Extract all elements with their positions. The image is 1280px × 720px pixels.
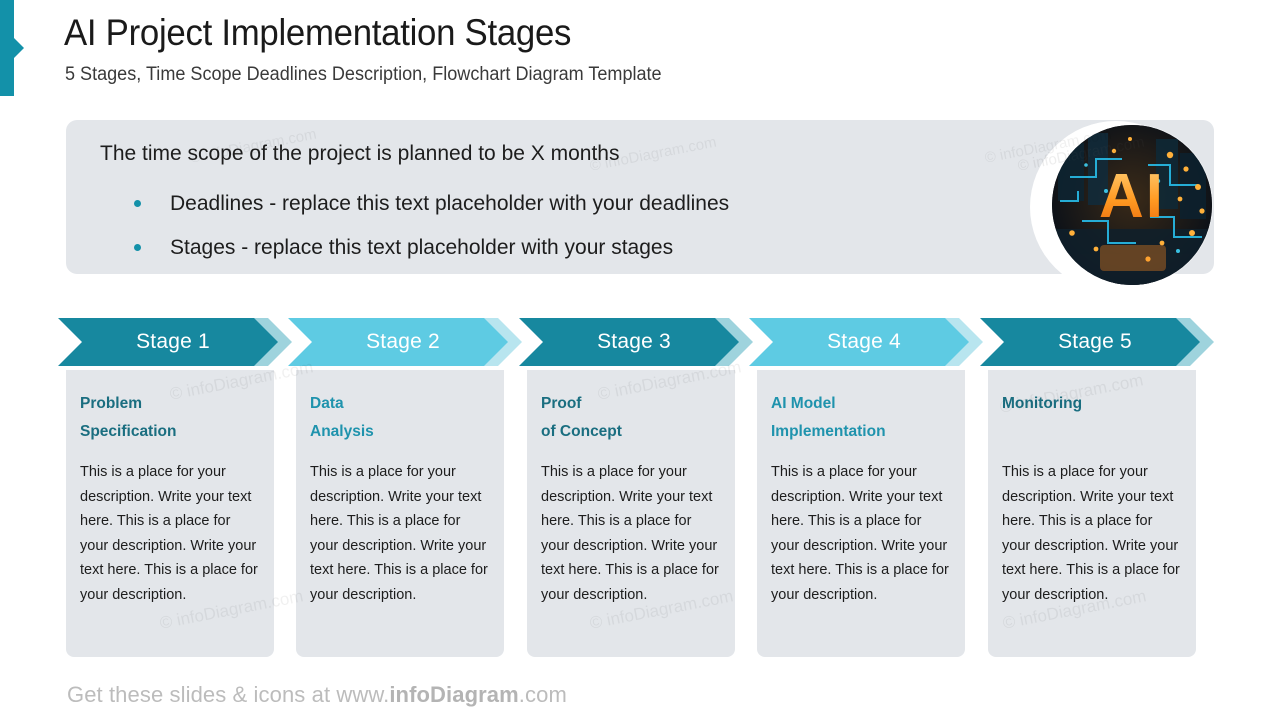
stage-title: AI Model Implementation <box>771 395 886 440</box>
chevron-shape-icon <box>519 318 757 366</box>
chevron-shape-icon <box>749 318 987 366</box>
bullet-dot-icon <box>134 200 141 207</box>
intro-bullet-text: Stages - replace this text placeholder w… <box>170 236 674 259</box>
left-accent-bar <box>0 0 14 96</box>
chevron-shape-icon <box>58 318 296 366</box>
stage-description: This is a place for your description. Wr… <box>1002 464 1180 603</box>
svg-text:AI: AI <box>1099 162 1165 231</box>
footer-suffix: .com <box>518 682 567 707</box>
stage-title: Proof of Concept <box>541 395 622 440</box>
stage-chevron-3[interactable]: Stage 3 <box>519 318 757 366</box>
chevron-shape-icon <box>980 318 1218 366</box>
stage-badge-label: Stage 3 <box>597 330 671 353</box>
stage-title: Monitoring <box>1002 395 1083 412</box>
footer-prefix: Get these slides & icons at www. <box>67 682 390 707</box>
intro-panel: The time scope of the project is planned… <box>66 120 1214 274</box>
ai-circle-photo: AI <box>1052 125 1212 285</box>
stage-badge-label: Stage 1 <box>136 330 210 353</box>
chevron-shape-icon <box>288 318 526 366</box>
stage-title: Problem Specification <box>80 395 177 440</box>
stage-badge-label: Stage 2 <box>366 330 440 353</box>
bullet-dot-icon <box>134 244 141 251</box>
intro-bullet-item: Stages - replace this text placeholder w… <box>100 226 1060 270</box>
stage-chevron-5[interactable]: Stage 5 <box>980 318 1218 366</box>
footer-brand: infoDiagram <box>389 682 519 707</box>
intro-bullet-item: Deadlines - replace this text placeholde… <box>100 182 1060 226</box>
page-title: AI Project Implementation Stages <box>64 12 572 53</box>
stage-badge-label: Stage 5 <box>1058 330 1132 353</box>
left-accent-arrow-icon <box>14 38 24 58</box>
stage-chevron-4[interactable]: Stage 4 <box>749 318 987 366</box>
footer-credit: Get these slides & icons at www.infoDiag… <box>67 682 567 708</box>
intro-bullet-list: Deadlines - replace this text placeholde… <box>100 182 1060 270</box>
stage-description: This is a place for your description. Wr… <box>80 464 258 603</box>
page-subtitle: 5 Stages, Time Scope Deadlines Descripti… <box>65 64 662 85</box>
stage-badge-label: Stage 4 <box>827 330 901 353</box>
stage-title: Data Analysis <box>310 395 374 440</box>
stage-chevron-2[interactable]: Stage 2 <box>288 318 526 366</box>
intro-bullet-text: Deadlines - replace this text placeholde… <box>170 192 730 215</box>
intro-lead-text: The time scope of the project is planned… <box>100 142 620 165</box>
stage-description: This is a place for your description. Wr… <box>541 464 719 603</box>
stage-description: This is a place for your description. Wr… <box>310 464 488 603</box>
stage-chevron-1[interactable]: Stage 1 <box>58 318 296 366</box>
stage-description: This is a place for your description. Wr… <box>771 464 949 603</box>
